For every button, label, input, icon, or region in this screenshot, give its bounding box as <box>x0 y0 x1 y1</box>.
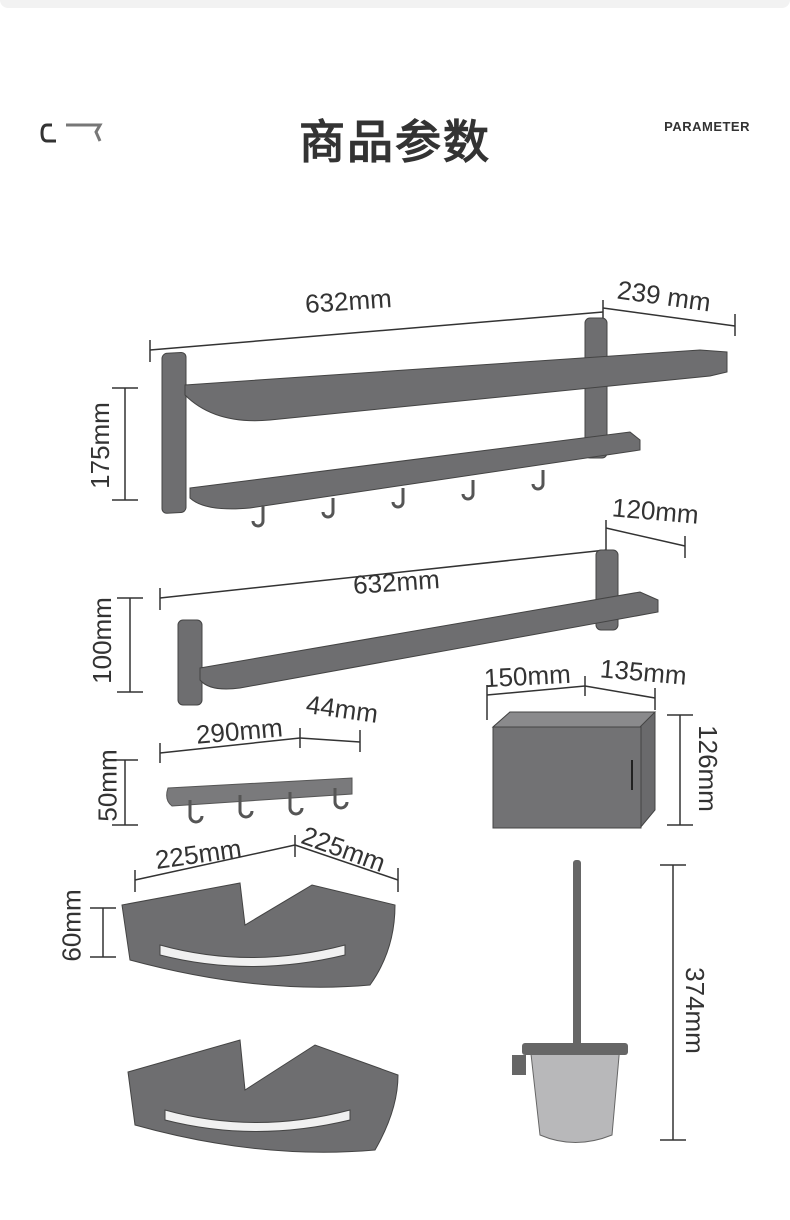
single-towel-bar-drawing <box>177 549 659 706</box>
bar-width-label: 632mm <box>352 564 441 600</box>
bar-height-label: 100mm <box>86 597 117 684</box>
paper-holder-drawing <box>491 711 657 829</box>
rack-height-label: 175mm <box>84 402 115 489</box>
toilet-brush-drawing <box>512 860 628 1143</box>
top-band <box>0 0 790 8</box>
rack-width-label: 632mm <box>304 283 393 319</box>
dimension-lines <box>90 300 736 1141</box>
paper-width-label: 150mm <box>483 658 572 694</box>
brush-height-label: 374mm <box>679 967 710 1054</box>
hook-rail-drawing <box>166 777 353 824</box>
paper-height-label: 126mm <box>692 725 723 812</box>
page-subtitle: PARAMETER <box>664 119 750 134</box>
corner-shelf-drawings <box>121 882 399 1153</box>
shelf-height-label: 60mm <box>56 889 87 962</box>
hook-height-label: 50mm <box>92 749 123 822</box>
brand-logo-icon <box>40 123 103 143</box>
page-title: 商品参数 <box>299 115 491 169</box>
double-towel-rack-drawing <box>161 317 728 528</box>
